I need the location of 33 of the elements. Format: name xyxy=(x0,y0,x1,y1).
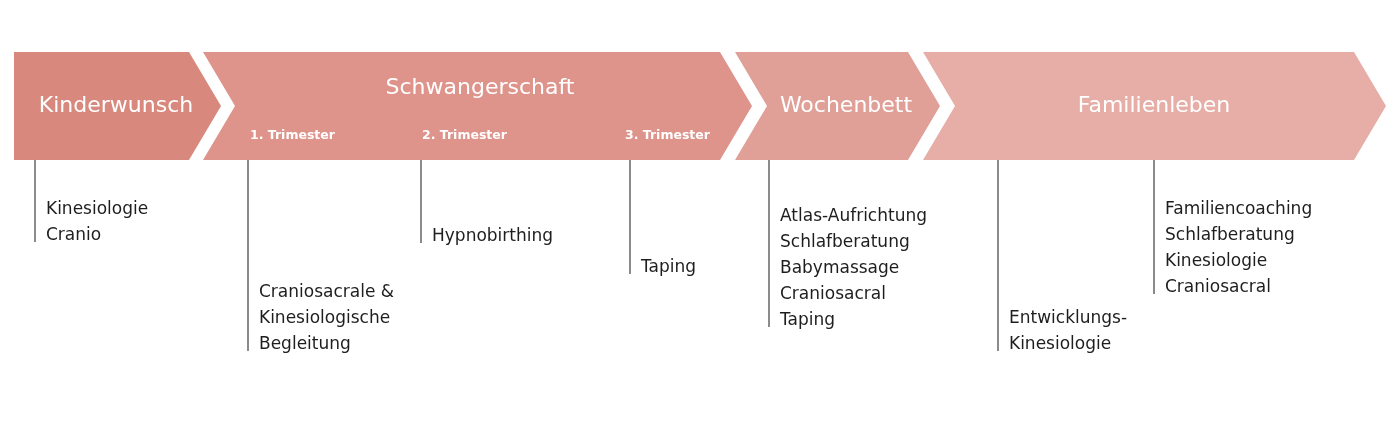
service-item: Familiencoaching xyxy=(1165,197,1313,220)
service-item: Atlas-Aufrichtung xyxy=(780,204,927,227)
service-item: Kinesiologie xyxy=(46,197,149,220)
leader-line xyxy=(997,159,999,352)
phase-title: Wochenbett xyxy=(779,92,913,118)
phase-title: Schwangerschaft xyxy=(385,74,575,100)
service-item: Craniosacral xyxy=(780,282,886,305)
phase-title: Familienleben xyxy=(1077,92,1231,118)
leader-line xyxy=(629,159,631,275)
service-item: Taping xyxy=(641,255,697,278)
service-item: Cranio xyxy=(46,223,102,246)
leader-line xyxy=(420,159,422,244)
service-item: Hypnobirthing xyxy=(432,224,554,247)
leader-line xyxy=(768,159,770,328)
phase-title: Kinderwunsch xyxy=(38,92,194,118)
phase-banner xyxy=(203,52,752,160)
service-item: Schlafberatung xyxy=(1165,223,1295,246)
service-item: Craniosacrale & Kinesiologische Begleitung xyxy=(259,280,396,355)
leader-line xyxy=(247,159,249,352)
leader-line xyxy=(1153,159,1155,295)
service-item: Taping xyxy=(780,308,836,331)
service-item: Craniosacral xyxy=(1165,275,1271,298)
phase-banner xyxy=(14,52,221,160)
service-item: Entwicklungs- Kinesiologie xyxy=(1009,306,1129,355)
trimester-label: 2. Trimester xyxy=(422,127,507,143)
trimester-label: 1. Trimester xyxy=(250,127,335,143)
leader-line xyxy=(34,159,36,243)
phase-banner xyxy=(923,52,1386,160)
trimester-label: 3. Trimester xyxy=(625,127,710,143)
service-item: Schlafberatung xyxy=(780,230,910,253)
service-item: Kinesiologie xyxy=(1165,249,1268,272)
service-item: Babymassage xyxy=(780,256,900,279)
phase-banner xyxy=(735,52,940,160)
